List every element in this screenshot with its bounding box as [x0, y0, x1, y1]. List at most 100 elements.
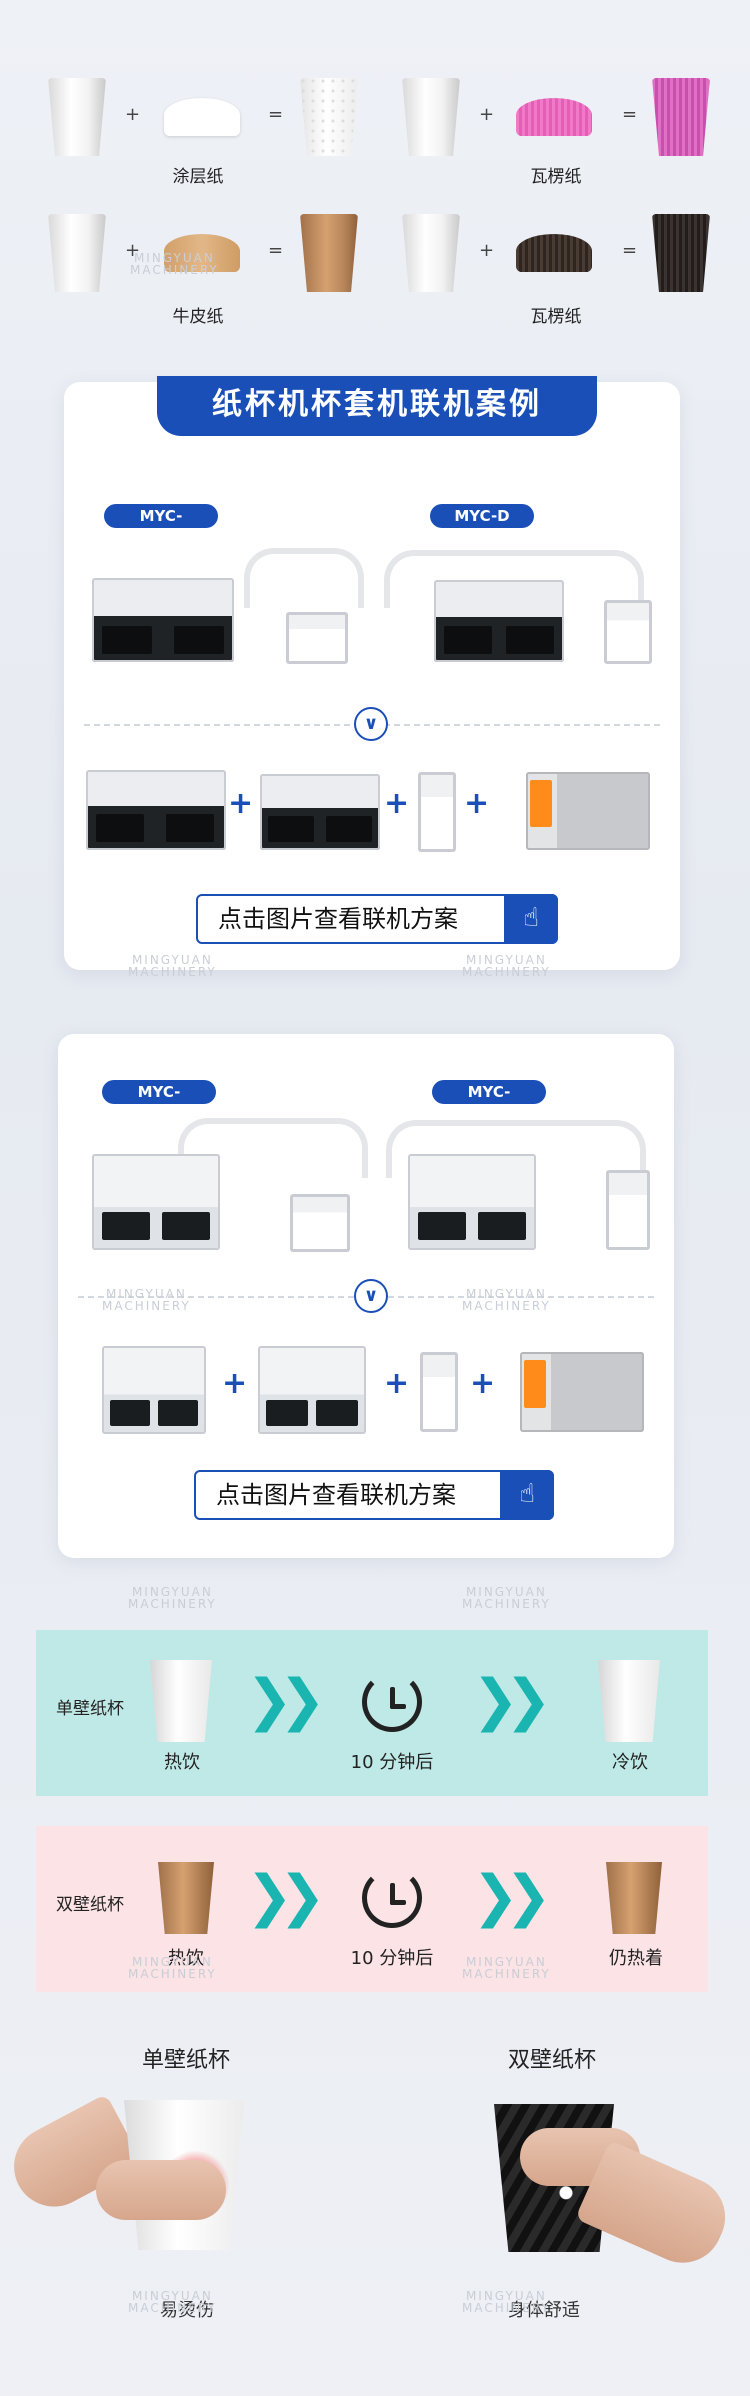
- linkage-case-card-2[interactable]: MYC-OCM12 MYC-DW100 ∨ + + +: [58, 1034, 674, 1558]
- single-wall-caption: 易烫伤: [160, 2300, 214, 2321]
- double-chevron-right-icon: ❯❯: [472, 1864, 552, 1929]
- sleeve-machine-image: [434, 580, 564, 662]
- time-caption: 10 分钟后: [350, 1948, 434, 1969]
- cta-label: 点击图片查看联机方案: [218, 905, 458, 933]
- combo-label: 瓦楞纸: [530, 167, 582, 187]
- sleeve-machine-image: [258, 1346, 366, 1434]
- robot-arm-image: [286, 612, 348, 664]
- cup-image: [48, 214, 106, 292]
- cup-image: [48, 78, 106, 156]
- band-label: 双壁纸杯: [56, 1895, 124, 1915]
- plus-sign: +: [384, 1366, 410, 1401]
- model-tag-cup-machine: MYC-OCM12: [102, 1080, 216, 1125]
- white-cup-image: [150, 1660, 212, 1742]
- time-caption: 10 分钟后: [350, 1752, 434, 1773]
- double-chevron-right-icon: ❯❯: [246, 1864, 326, 1929]
- chevron-down-icon: ∨: [354, 1279, 388, 1313]
- stacker-image: [418, 772, 456, 852]
- plus-sign: +: [470, 1366, 496, 1401]
- sleeve-image: [164, 98, 240, 136]
- plus-sign: +: [125, 240, 141, 261]
- double-wall-caption: 身体舒适: [508, 2300, 580, 2321]
- model-tag-cup-machine: MYC-OCM12: [104, 504, 218, 549]
- conveyor-pipe: [386, 1120, 646, 1178]
- conveyor-pipe: [244, 548, 364, 608]
- kraft-cup-image: [158, 1862, 214, 1934]
- kraft-cup-image: [606, 1862, 662, 1934]
- double-wall-title: 双壁纸杯: [508, 2048, 597, 2073]
- cup-machine-image: [102, 1346, 206, 1434]
- stacker-image: [604, 600, 652, 664]
- end-caption: 冷饮: [612, 1752, 648, 1773]
- hand-pointer-icon: ☝: [504, 894, 558, 944]
- band-label: 单壁纸杯: [56, 1699, 124, 1719]
- view-linkage-plan-button[interactable]: 点击图片查看联机方案 ☝: [196, 894, 558, 944]
- plus-sign: +: [384, 786, 410, 821]
- start-caption: 热饮: [168, 1948, 204, 1969]
- single-wall-comparison: 单壁纸杯 热饮 ❯❯ 10 分钟后 ❯❯ 冷饮: [36, 1630, 708, 1796]
- cup-image: [300, 78, 358, 156]
- clock-icon: [362, 1868, 422, 1928]
- packing-machine-image: [520, 1352, 644, 1432]
- cup-machine-image: [92, 578, 234, 662]
- combo-label: 瓦楞纸: [530, 307, 582, 327]
- single-wall-title: 单壁纸杯: [142, 2048, 231, 2073]
- cup-image: [402, 78, 460, 156]
- sleeve-machine-image: [408, 1154, 536, 1250]
- plus-sign: +: [125, 104, 141, 125]
- card-banner-title: 纸杯机杯套机联机案例: [157, 376, 597, 436]
- model-tag-sleeve-machine: MYC-D: [430, 504, 534, 528]
- clock-icon: [362, 1672, 422, 1732]
- combo-label: 牛皮纸: [172, 307, 224, 327]
- robot-arm-image: [290, 1194, 350, 1252]
- plus-sign: +: [222, 1366, 248, 1401]
- conveyor-pipe: [178, 1118, 368, 1178]
- plus-sign: +: [479, 104, 495, 125]
- stacker-image: [606, 1170, 650, 1250]
- sleeve-image: [164, 234, 240, 272]
- stacker-image: [420, 1352, 458, 1432]
- cup-image: [402, 214, 460, 292]
- left-hand-image: [96, 2160, 226, 2220]
- sleeve-image: [516, 98, 592, 136]
- conveyor-pipe: [384, 550, 644, 608]
- cup-machine-image: [92, 1154, 220, 1250]
- cup-image: [652, 214, 710, 292]
- cta-label: 点击图片查看联机方案: [216, 1481, 456, 1509]
- start-caption: 热饮: [164, 1752, 200, 1773]
- double-chevron-right-icon: ❯❯: [246, 1668, 326, 1733]
- packing-machine-image: [526, 772, 650, 850]
- chevron-down-icon: ∨: [354, 707, 388, 741]
- model-tag-sleeve-machine: MYC-DW100: [432, 1080, 546, 1125]
- end-caption: 仍热着: [609, 1948, 663, 1969]
- double-chevron-right-icon: ❯❯: [472, 1668, 552, 1733]
- equals-sign: =: [622, 104, 638, 125]
- sleeve-machine-image: [260, 774, 380, 850]
- plus-sign: +: [479, 240, 495, 261]
- view-linkage-plan-button[interactable]: 点击图片查看联机方案 ☝: [194, 1470, 554, 1520]
- hand-pointer-icon: ☝: [500, 1470, 554, 1520]
- sleeve-image: [516, 234, 592, 272]
- plus-sign: +: [464, 786, 490, 821]
- double-wall-comparison: 双壁纸杯 热饮 ❯❯ 10 分钟后 ❯❯ 仍热着: [36, 1826, 708, 1992]
- equals-sign: =: [268, 240, 284, 261]
- white-cup-image: [598, 1660, 660, 1742]
- plus-sign: +: [228, 786, 254, 821]
- equals-sign: =: [268, 104, 284, 125]
- linkage-case-card-1[interactable]: 纸杯机杯套机联机案例 MYC-OCM12 MYC-D ∨ + + +: [64, 376, 680, 970]
- equals-sign: =: [622, 240, 638, 261]
- cup-image: [652, 78, 710, 156]
- cup-image: [300, 214, 358, 292]
- combo-label: 涂层纸: [172, 167, 224, 187]
